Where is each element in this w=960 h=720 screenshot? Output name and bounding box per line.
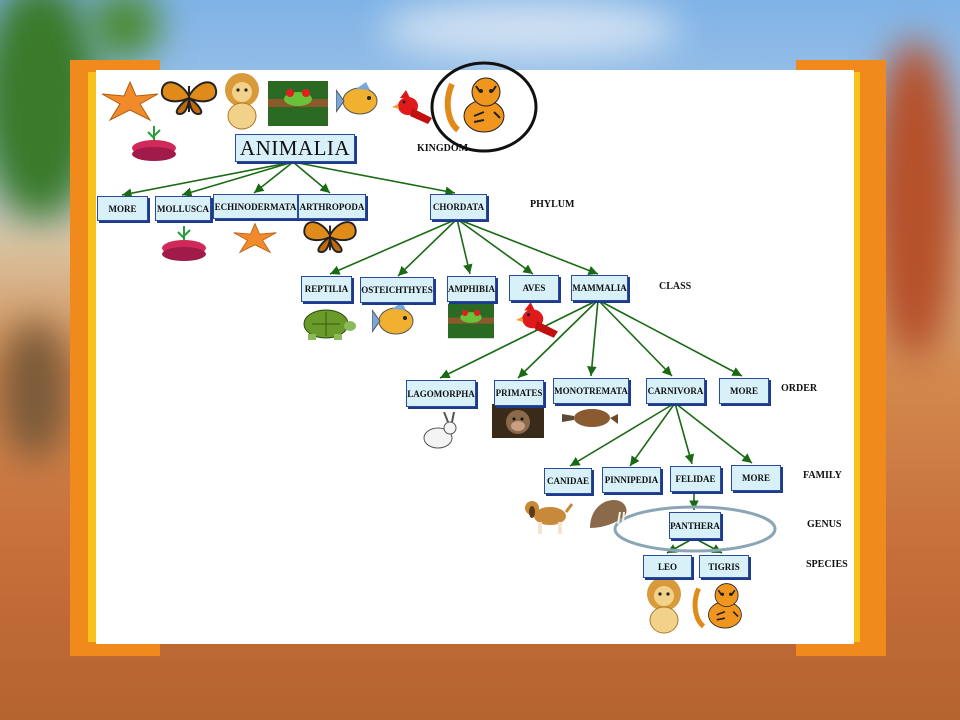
- node-genus-panthera: PANTHERA: [669, 512, 721, 539]
- node-family-pinnipedia: PINNIPEDIA: [602, 467, 661, 493]
- platypus-icon: [562, 409, 618, 427]
- fish-icon: [336, 82, 378, 115]
- walrus-icon: [590, 500, 627, 528]
- rank-label-family: FAMILY: [803, 470, 842, 481]
- frame-corner: [796, 640, 886, 656]
- rank-label-kingdom: KINGDOM: [417, 143, 469, 154]
- node-order-carnivora: CARNIVORA: [646, 378, 705, 404]
- node-class-aves: AVES: [509, 275, 559, 301]
- genus-ellipse: [613, 505, 777, 553]
- rank-label-species: SPECIES: [806, 559, 848, 570]
- tiger-icon: [444, 77, 505, 133]
- node-species-leo: LEO: [643, 555, 692, 578]
- arrow: [629, 402, 676, 467]
- highlight-circle: [430, 61, 538, 153]
- coral-icon: [132, 126, 176, 161]
- starfish-icon: [233, 222, 277, 254]
- rabbit-icon: [423, 412, 457, 449]
- turtle-icon: [303, 309, 356, 340]
- coral-icon: [162, 226, 206, 261]
- cloud-shape: [380, 0, 680, 60]
- node-species-tigris: TIGRIS: [699, 555, 749, 578]
- cactus-arm-shape: [90, 0, 160, 60]
- cardinal-icon: [515, 302, 558, 338]
- cardinal-icon: [392, 90, 432, 124]
- node-family-canidae: CANIDAE: [544, 468, 592, 494]
- frog-icon: [268, 81, 328, 126]
- rank-label-class: CLASS: [659, 281, 692, 292]
- node-family-more: MORE: [731, 465, 781, 491]
- node-order-lagomorpha: LAGOMORPHA: [406, 380, 476, 407]
- rank-label-order: ORDER: [781, 383, 818, 394]
- node-family-felidae: FELIDAE: [670, 466, 721, 492]
- node-class-mammalia: MAMMALIA: [571, 275, 628, 301]
- arrow: [456, 218, 473, 275]
- chimpanzee-icon: [492, 404, 544, 438]
- node-phylum-arthropoda: ARTHROPODA: [298, 194, 366, 219]
- node-class-amphibia: AMPHIBIA: [447, 276, 496, 302]
- arrow: [597, 299, 743, 377]
- arrow: [253, 161, 294, 194]
- arrow: [292, 161, 331, 194]
- lion-icon: [225, 73, 259, 130]
- butterfly-icon: [303, 221, 357, 254]
- frog-icon: [448, 303, 494, 339]
- rank-label-genus: GENUS: [807, 519, 842, 530]
- node-phylum-chordata: CHORDATA: [430, 194, 487, 220]
- butterfly-icon: [160, 81, 218, 116]
- arrow: [674, 402, 695, 465]
- arrow: [456, 218, 534, 275]
- node-class-osteichthyes: OSTEICHTHYES: [360, 277, 434, 303]
- node-class-reptilia: REPTILIA: [301, 276, 352, 302]
- tiger-icon: [692, 583, 742, 629]
- node-order-monotremata: MONOTREMATA: [553, 378, 629, 404]
- frame-inner-stripe: [88, 72, 98, 642]
- frame-edge-left: [70, 60, 92, 656]
- arrow: [121, 161, 294, 198]
- arrow: [329, 218, 458, 275]
- lion-icon: [647, 577, 681, 634]
- node-order-primates: PRIMATES: [494, 380, 544, 406]
- starfish-icon: [101, 80, 159, 122]
- arrow: [181, 161, 294, 197]
- fish-icon: [372, 302, 414, 335]
- node-order-more: MORE: [719, 378, 769, 404]
- arrow: [597, 299, 673, 377]
- node-phylum-echinodermata: ECHINODERMATA: [213, 194, 298, 219]
- arrow: [456, 218, 599, 275]
- frame-inner-stripe: [850, 72, 860, 642]
- arrow: [587, 299, 599, 377]
- node-phylum-more: MORE: [97, 196, 148, 221]
- frame-corner: [70, 640, 160, 656]
- node-kingdom-animalia: ANIMALIA: [235, 134, 355, 162]
- rock-shape: [0, 320, 70, 460]
- arrow: [569, 402, 676, 467]
- rank-label-phylum: PHYLUM: [530, 199, 575, 210]
- arrow: [674, 402, 753, 464]
- dog-icon: [525, 501, 574, 534]
- arrow: [397, 218, 458, 277]
- arrow: [517, 299, 599, 379]
- arrow: [292, 161, 456, 196]
- node-phylum-mollusca: MOLLUSCA: [155, 196, 211, 221]
- arrow: [439, 299, 599, 379]
